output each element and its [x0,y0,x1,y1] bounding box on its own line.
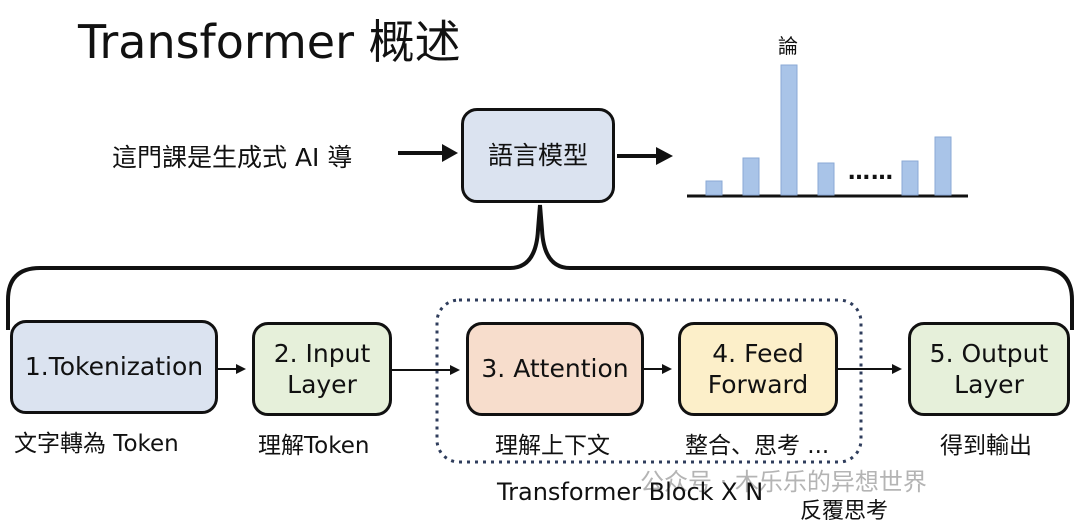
caption-output-layer: 得到輸出 [940,433,1032,459]
repeat-caption: 反覆思考 [800,499,889,524]
stage-tokenization: 1.Tokenization [10,320,218,414]
language-model-label: 語言模型 [487,140,588,170]
transformer-block-label: Transformer Block X N [497,478,764,506]
stage-label: 3. Attention [481,354,629,384]
model-brace [6,204,1074,330]
stage-label: 1.Tokenization [24,352,204,382]
stage-label: 5. Output Layer [929,338,1049,399]
distribution-bar [705,180,723,196]
watermark: 公众号 · 木乐乐的异想世界 [640,468,927,496]
caption-tokenization: 文字轉為 Token [14,431,179,457]
language-model-box: 語言模型 [461,108,615,203]
distribution-bar [742,157,760,196]
top-word-label: 論 [778,34,798,58]
distribution-bars [705,64,952,196]
caption-input-layer: 理解Token [258,433,370,459]
caption-attention: 理解上下文 [495,433,610,459]
distribution-bar [780,64,798,196]
stage-output-layer: 5. Output Layer [908,322,1070,416]
distribution-bar [934,136,952,196]
stage-label: 4. Feed Forward [707,338,809,399]
distribution-bar [817,162,835,196]
stage-input-layer: 2. Input Layer [252,322,392,416]
stage-attention: 3. Attention [466,322,644,416]
distribution-ellipsis: …… [848,160,894,185]
input-sentence: 這門課是生成式 AI 導 [112,143,353,172]
stage-feed-forward: 4. Feed Forward [678,322,838,416]
page-title: Transformer 概述 [78,15,461,69]
stage-label: 2. Input Layer [273,338,371,399]
transformer-block-boundary [435,298,863,464]
distribution-bar [901,160,919,196]
caption-feed-forward: 整合、思考 ... [685,433,830,459]
